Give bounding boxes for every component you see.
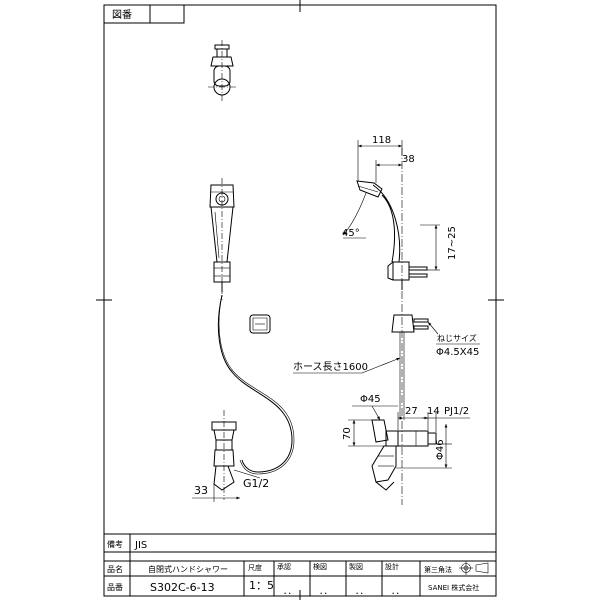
sig-approve: ．． (283, 587, 297, 597)
check-label: 検図 (313, 562, 327, 571)
fig-no-box (103, 4, 185, 24)
dim-70: 70 (342, 427, 353, 440)
dim-angle-45: 45° (342, 228, 360, 239)
hand-shower-front-view (209, 178, 235, 300)
projection-label: 第三角法 (424, 565, 452, 574)
sig-design: ．． (391, 587, 405, 597)
faucet-connector-left (211, 410, 237, 500)
hose-nut-part (249, 314, 271, 334)
sig-draft: ．． (355, 587, 369, 597)
fig-no-label: 図番 (112, 9, 132, 21)
dim-118: 118 (372, 135, 391, 146)
dim-pj12: PJ1/2 (444, 406, 469, 417)
title-block (104, 533, 496, 596)
product-label: 品名 (107, 564, 123, 574)
design-label: 設計 (385, 562, 399, 571)
dim-17-25: 17~25 (447, 226, 458, 260)
sig-check: ．． (319, 587, 333, 597)
dim-14: 14 (427, 406, 440, 417)
dim-phi45: Φ45 (360, 394, 381, 405)
dim-27: 27 (405, 406, 418, 417)
notes-value: JIS (134, 540, 147, 551)
screw-size-value: Φ4.5X45 (436, 347, 479, 358)
dim-phi46: Φ46 (435, 439, 446, 460)
product-value: 自閉式ハンドシャワー (148, 564, 228, 574)
drawing-frame (103, 4, 497, 597)
dim-g12: G1/2 (243, 477, 269, 490)
company-name: SANEI 株式会社 (428, 583, 479, 592)
dim-38: 38 (402, 154, 415, 165)
approve-label: 承認 (277, 562, 291, 571)
holder-top-view (208, 40, 236, 102)
shower-side-view (356, 148, 437, 505)
part-value: S302C-6-13 (150, 581, 215, 594)
dim-33: 33 (194, 484, 208, 497)
third-angle-projection-icon (459, 561, 489, 575)
hose-length-label: ホース長さ1600 (293, 361, 368, 373)
scale-label: 尺度 (248, 563, 262, 572)
part-label: 品番 (107, 582, 123, 592)
hose-line (217, 294, 293, 473)
notes-label: 備考 (107, 539, 123, 549)
screw-size-label: ねじサイズ (437, 333, 477, 343)
scale-value: 1：5 (249, 579, 274, 592)
draft-label: 製図 (349, 562, 363, 571)
